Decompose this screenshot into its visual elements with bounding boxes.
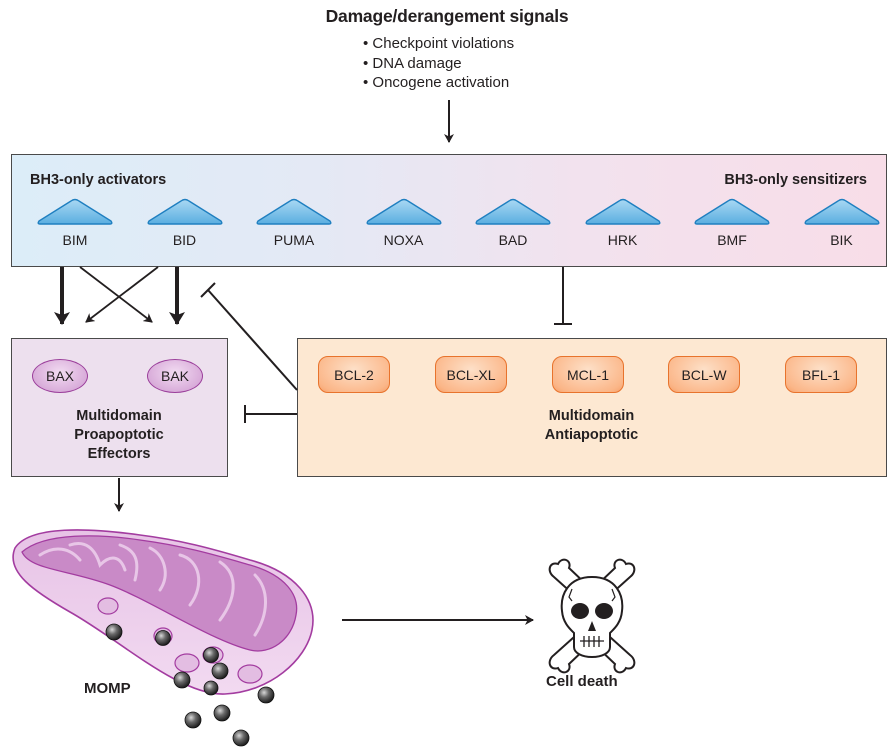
title-line: Antiapoptotic — [544, 427, 639, 443]
anti-inhibits-activators — [207, 289, 298, 391]
antiapoptotic-title: Multidomain Antiapoptotic — [298, 407, 885, 445]
title-line: Multidomain — [548, 408, 635, 424]
bh3-protein-name: PUMA — [273, 232, 315, 248]
cell-death-label: Cell death — [546, 673, 618, 690]
bh3-sensitizers-label: BH3-only sensitizers — [724, 172, 867, 188]
signal-item: • DNA damage — [363, 54, 462, 72]
bh3-protein-name: BAD — [498, 232, 528, 248]
bh3-protein-noxa: NOXA — [362, 198, 446, 248]
bh3-protein-bad: BAD — [471, 198, 555, 248]
bh3-protein-bmf: BMF — [690, 198, 774, 248]
bh3-protein-name: BIM — [62, 232, 88, 248]
bh3-protein-bik: BIK — [800, 198, 884, 248]
proapoptotic-effectors-box: BAX BAK Multidomain Proapoptotic Effecto… — [11, 338, 228, 477]
signal-item: • Oncogene activation — [363, 74, 510, 91]
inhibition-bar — [200, 282, 216, 298]
mito-inner-matrix — [21, 535, 298, 652]
bid-to-bax-arrow — [85, 266, 159, 323]
effector-bak: BAK — [147, 359, 203, 393]
signals-list: • Checkpoint violations • DNA damage • O… — [363, 34, 514, 93]
mitochondrion-illustration — [12, 529, 314, 747]
cytochrome-c-particles — [105, 623, 275, 747]
signal-item: • Checkpoint violations — [363, 35, 515, 52]
bh3-domain-triangle-icon — [256, 198, 332, 225]
bh3-protein-puma: PUMA — [252, 198, 336, 248]
momp-label: MOMP — [84, 680, 131, 697]
bh3-activators-label: BH3-only activators — [30, 172, 167, 188]
antiapoptotic-box: BCL-2 BCL-XL MCL-1 BCL-W BFL-1 Multidoma… — [297, 338, 887, 477]
bim-to-bak-arrow — [79, 266, 153, 323]
title-line: Proapoptotic — [74, 427, 164, 443]
bh3-protein-name: HRK — [607, 232, 638, 248]
skull-crossbones-icon — [548, 558, 636, 674]
title-line: Effectors — [87, 446, 151, 462]
antiapoptotic-bcl-2: BCL-2 — [318, 356, 390, 393]
bh3-protein-hrk: HRK — [581, 198, 665, 248]
bh3-protein-name: BID — [172, 232, 197, 248]
antiapoptotic-mcl-1: MCL-1 — [552, 356, 624, 393]
bh3-domain-triangle-icon — [147, 198, 222, 225]
effector-bax: BAX — [32, 359, 88, 393]
bh3-protein-name: BMF — [717, 232, 747, 248]
antiapoptotic-bfl-1: BFL-1 — [785, 356, 857, 393]
bh3-domain-triangle-icon — [475, 198, 551, 225]
bh3-domain-triangle-icon — [366, 198, 441, 225]
antiapoptotic-bcl-xl: BCL-XL — [435, 356, 507, 393]
bh3-protein-name: BIK — [830, 232, 853, 248]
bh3-protein-bim: BIM — [33, 198, 117, 248]
title-line: Multidomain — [76, 408, 162, 424]
bh3-domain-triangle-icon — [694, 198, 770, 225]
proapoptotic-title: Multidomain Proapoptotic Effectors — [12, 407, 226, 464]
bh3-domain-triangle-icon — [585, 198, 660, 225]
signals-title: Damage/derangement signals — [325, 6, 569, 26]
bh3-domain-triangle-icon — [37, 198, 113, 225]
bh3-protein-bid: BID — [143, 198, 227, 248]
antiapoptotic-bcl-w: BCL-W — [668, 356, 740, 393]
bh3-protein-name: NOXA — [383, 232, 424, 248]
bh3-domain-triangle-icon — [804, 198, 879, 225]
